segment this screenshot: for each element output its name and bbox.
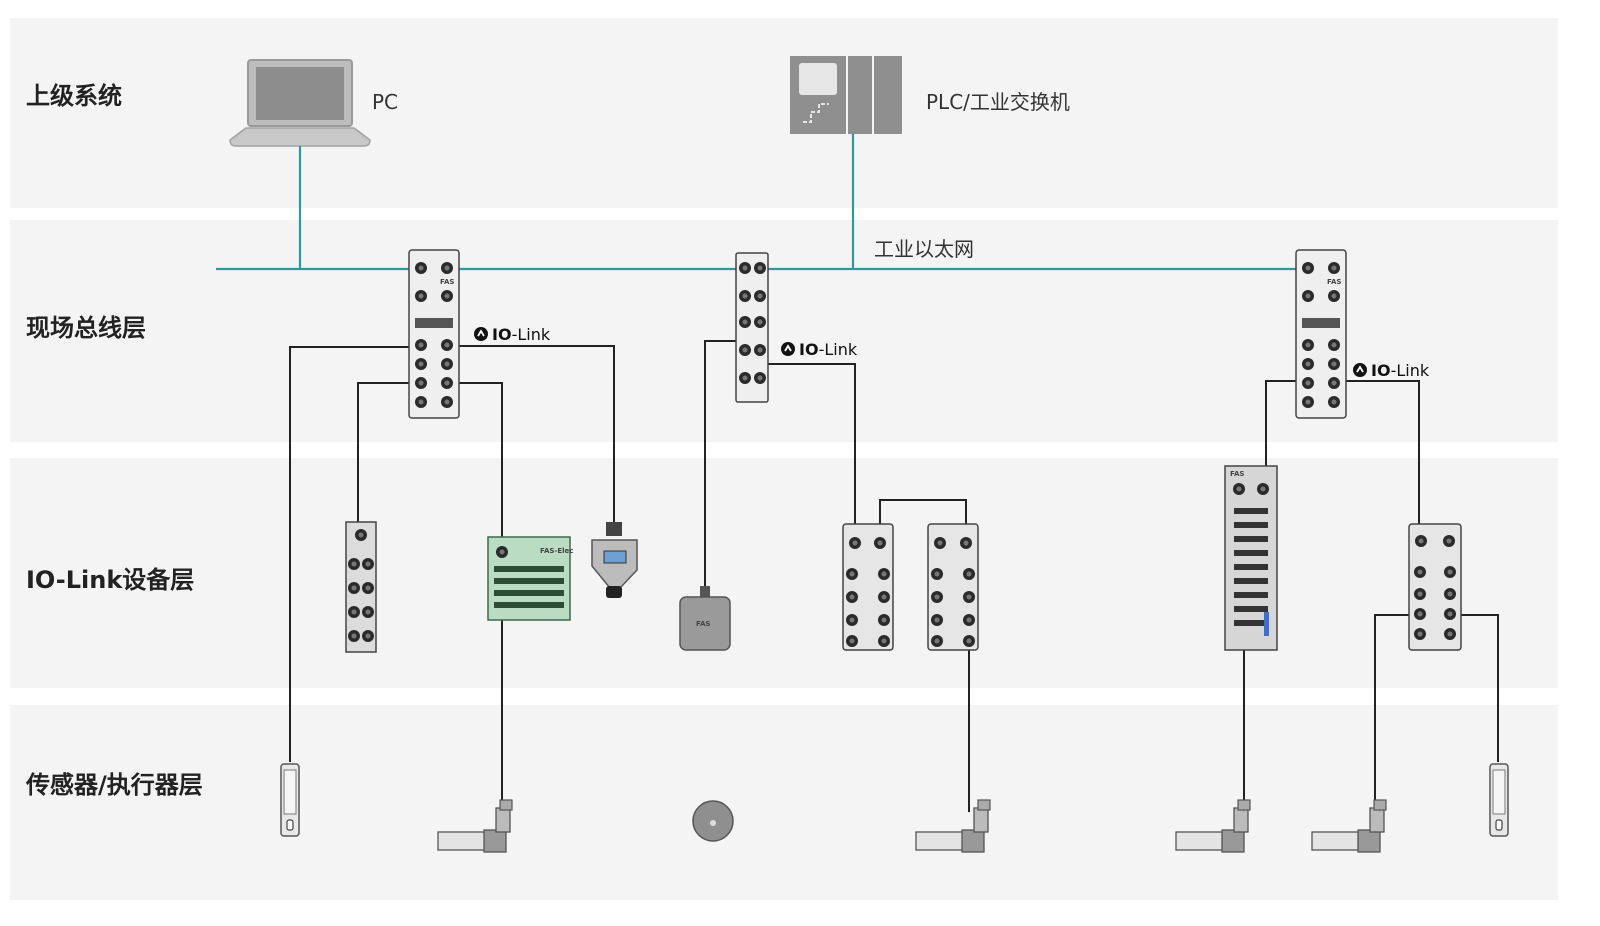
fieldbus-master-3: FAS — [1295, 249, 1347, 419]
fieldbus-master-1: FAS — [408, 249, 460, 419]
fieldbus-master-3-logo: FAS — [1327, 278, 1341, 286]
svg-text:IO-Link: IO-Link — [492, 325, 551, 344]
tall-module-logo: FAS — [1230, 470, 1244, 478]
iolink-label-3: IO-Link — [1352, 361, 1430, 380]
ethernet-bus — [216, 134, 1316, 271]
ethernet-label: 工业以太网 — [874, 237, 974, 261]
pc-laptop-icon — [229, 59, 371, 147]
iolink-tall-module: FAS — [1224, 465, 1278, 651]
layer-label-iolink-devices: IO-Link设备层 — [26, 566, 195, 594]
iolink-hub-2a — [842, 523, 894, 651]
svg-text:IO-Link: IO-Link — [1371, 361, 1430, 380]
iolink-label-1: IO-Link — [473, 325, 551, 344]
iolink-cables — [289, 340, 1499, 812]
actuator-4 — [1311, 799, 1387, 853]
actuator-3 — [1175, 799, 1251, 853]
sensor-box-logo: FAS — [696, 620, 710, 628]
cylindrical-sensor-1 — [280, 763, 300, 837]
round-sensor — [692, 800, 734, 842]
plc-switch-icon — [790, 56, 902, 134]
svg-text:IO-Link: IO-Link — [799, 340, 858, 359]
iolink-logo-icon — [1352, 362, 1368, 378]
actuator-1 — [437, 799, 513, 853]
iolink-label-2: IO-Link — [780, 340, 858, 359]
iolink-hub-3 — [1408, 523, 1462, 651]
band-sensor-actuator — [10, 705, 1558, 900]
terminal-module-logo: FAS-Elec — [540, 547, 573, 555]
fieldbus-master-2 — [735, 252, 769, 403]
iolink-hub-1 — [345, 521, 377, 653]
layer-label-upper-system: 上级系统 — [26, 82, 122, 110]
band-iolink-devices — [10, 458, 1558, 688]
iolink-logo-icon — [780, 341, 796, 357]
iolink-hub-2b — [927, 523, 979, 651]
pc-label: PC — [372, 90, 398, 114]
actuator-2 — [915, 799, 991, 853]
iolink-terminal-module: FAS-Elec — [487, 536, 573, 621]
cylindrical-sensor-2 — [1489, 763, 1509, 837]
fieldbus-master-1-logo: FAS — [440, 278, 454, 286]
plc-label: PLC/工业交换机 — [926, 90, 1070, 114]
layer-label-fieldbus: 现场总线层 — [26, 314, 146, 342]
layer-label-sensor-actuator: 传感器/执行器层 — [26, 771, 203, 799]
iolink-logo-icon — [473, 326, 489, 342]
iolink-sensor-box: FAS — [679, 586, 731, 651]
iolink-rfid-reader — [591, 522, 638, 598]
